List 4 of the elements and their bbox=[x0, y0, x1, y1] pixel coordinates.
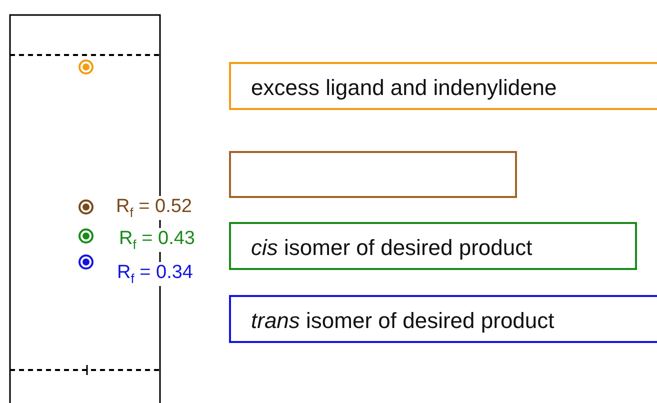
compound-box: excess ligand and indenylidene bbox=[229, 62, 657, 110]
compound-box: cis isomer of desired product bbox=[229, 222, 637, 270]
compound-box bbox=[229, 151, 517, 198]
compound-box: trans isomer of desired product bbox=[229, 295, 657, 343]
